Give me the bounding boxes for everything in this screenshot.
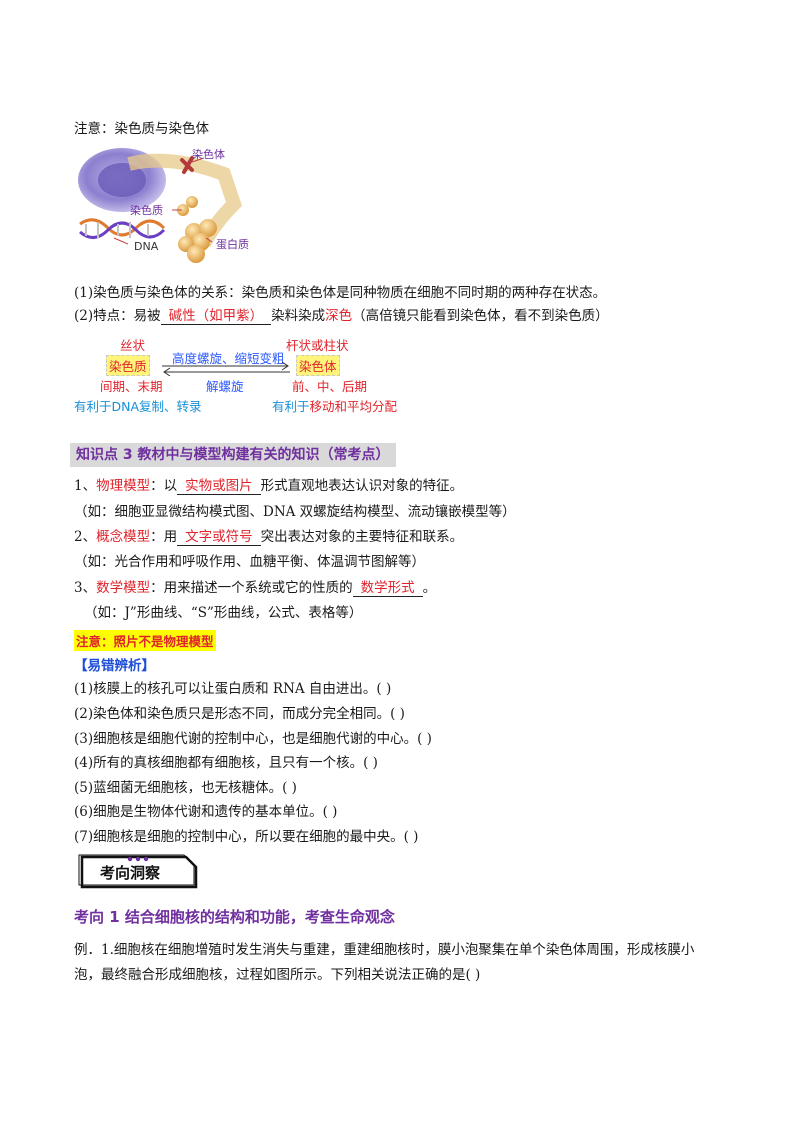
p1-b: 形式直观地表达认识对象的特征。 — [260, 478, 464, 494]
p1-a: ：以 — [150, 478, 178, 494]
diagram-left-bottom: 间期、末期 — [100, 379, 163, 394]
label-protein: 蛋白质 — [216, 238, 249, 251]
section3-p1: 1、物理模型：以实物或图片形式直观地表达认识对象的特征。 — [74, 476, 463, 496]
note-line-1: (1)染色质与染色体的关系：染色质和染色体是同种物质在细胞不同时期的两种存在状态… — [74, 285, 607, 301]
note-title: 注意：染色质与染色体 — [74, 121, 209, 137]
p3-blank: 数学形式 — [352, 580, 423, 597]
error-item-6: (6)细胞是生物体代谢和遗传的基本单位。( ) — [74, 804, 338, 820]
diagram-left-top: 丝状 — [120, 338, 146, 353]
p3-num: 3、 — [74, 580, 97, 596]
p2-a: ：用 — [150, 529, 178, 545]
p2-b: 突出表达对象的主要特征和联系。 — [260, 529, 464, 545]
error-item-5: (5)蓝细菌无细胞核，也无核糖体。( ) — [74, 780, 297, 796]
section3-title: 知识点 3 教材中与模型构建有关的知识（常考点） — [70, 443, 396, 467]
label-chromosome: 染色体 — [192, 148, 225, 161]
chromatin-figure: 染色体 染色质 DNA 蛋白质 — [74, 144, 264, 272]
label-dna: DNA — [134, 240, 159, 253]
diagram-right-bottom: 前、中、后期 — [292, 379, 368, 394]
note-line2-mid: 染料染成 — [271, 308, 326, 324]
note-line2-prefix: (2)特点：易被 — [74, 308, 161, 324]
p3-a: ：用来描述一个系统或它的性质的 — [150, 580, 353, 596]
p2-term: 概念模型 — [96, 529, 151, 545]
error-item-3: (3)细胞核是细胞代谢的控制中心，也是细胞代谢的中心。( ) — [74, 731, 432, 747]
error-item-4: (4)所有的真核细胞都有细胞核，且只有一个核。( ) — [74, 755, 378, 771]
p3-term: 数学模型 — [96, 580, 151, 596]
section3-p2: 2、概念模型：用文字或符号突出表达对象的主要特征和联系。 — [74, 527, 463, 547]
label-chromatin: 染色质 — [130, 204, 163, 217]
diagram-arrow-bottom: 解螺旋 — [206, 379, 244, 394]
chromosome-shape — [180, 156, 194, 174]
chromatin-illustration — [78, 148, 243, 263]
error-item-2: (2)染色体和染色质只是形态不同，而成分完全相同。( ) — [74, 706, 405, 722]
note-line2-red: 深色 — [325, 308, 353, 324]
note-line2-blank: 碱性（如甲紫） — [160, 308, 272, 325]
diagram-left-note: 有利于DNA复制、转录 — [74, 399, 202, 414]
example-line-2: 泡，最终融合形成细胞核，过程如图所示。下列相关说法正确的是( ) — [74, 967, 481, 983]
diagram-right-box: 染色体 — [296, 355, 340, 376]
section3-p3: 3、数学模型：用来描述一个系统或它的性质的数学形式。 — [74, 578, 436, 598]
protein-beads — [177, 196, 217, 263]
p3-b: 。 — [422, 580, 437, 596]
error-item-7: (7)细胞核是细胞的控制中心，所以要在细胞的最中央。( ) — [74, 829, 419, 845]
p1-num: 1、 — [74, 478, 97, 494]
p2-num: 2、 — [74, 529, 97, 545]
badge-frame-icon — [78, 854, 198, 889]
diagram-right-top: 杆状或柱状 — [286, 338, 349, 353]
errors-title: 【易错辨析】 — [74, 658, 155, 674]
photo-warning: 注意：照片不是物理模型 — [74, 630, 216, 651]
example-line-1: 例．1.细胞核在细胞增殖时发生消失与重建，重建细胞核时，膜小泡聚集在单个染色体周… — [74, 942, 695, 958]
kaoxiang-title: 考向 1 结合细胞核的结构和功能，考查生命观念 — [74, 908, 395, 926]
kaoxiang-badge: 考向洞察 — [76, 853, 200, 889]
diagram-right-note-b: 移动和平均分配 — [309, 399, 398, 414]
error-item-1: (1)核膜上的核孔可以让蛋白质和 RNA 自由进出。( ) — [74, 681, 392, 697]
p1-blank: 实物或图片 — [177, 478, 261, 495]
bidirectional-arrow-icon — [162, 362, 290, 376]
diagram-right-note-a: 有利于 — [272, 399, 310, 414]
note-line-2: (2)特点：易被碱性（如甲紫）染料染成深色（高倍镜只能看到染色体，看不到染色质） — [74, 306, 609, 326]
badge-label: 考向洞察 — [100, 864, 161, 882]
diagram-arrow-top: 高度螺旋、缩短变粗 — [172, 351, 285, 366]
p1-term: 物理模型 — [96, 478, 151, 494]
p2-blank: 文字或符号 — [177, 529, 261, 546]
diagram-left-box: 染色质 — [106, 355, 150, 376]
section3-p3-example: （如：J”形曲线、“S”形曲线，公式、表格等） — [84, 605, 363, 621]
note-line2-suffix: （高倍镜只能看到染色体，看不到染色质） — [352, 308, 609, 324]
section3-p1-example: （如：细胞亚显微结构模式图、DNA 双螺旋结构模型、流动镶嵌模型等） — [74, 504, 516, 520]
dna-helix — [79, 218, 166, 239]
diagram-right-note: 有利于移动和平均分配 — [272, 396, 397, 415]
section3-p2-example: （如：光合作用和呼吸作用、血糖平衡、体温调节图解等） — [74, 554, 425, 570]
